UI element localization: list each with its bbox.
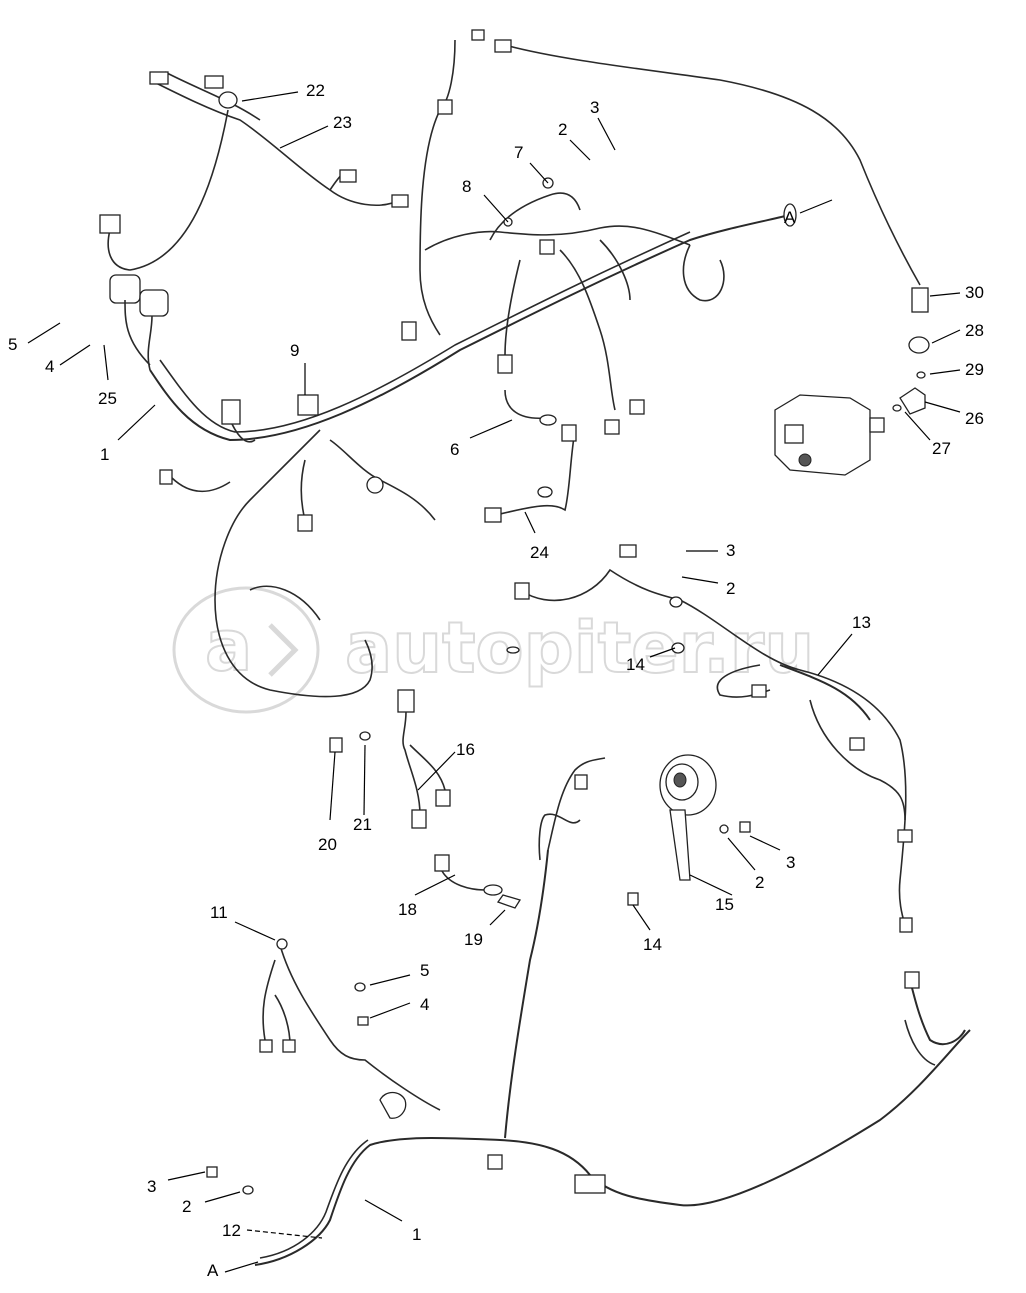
callout-8: 8 <box>462 177 471 196</box>
callout-1-top: 1 <box>100 445 109 464</box>
left-lower-loop <box>159 429 436 698</box>
callout-22: 22 <box>306 81 325 100</box>
callout-14-mid: 14 <box>626 655 645 674</box>
watermark: a autopiter.ru <box>172 586 815 714</box>
callout-18: 18 <box>398 900 417 919</box>
callout-25: 25 <box>98 389 117 408</box>
callout-3: 3 <box>590 98 599 117</box>
callout-12: 12 <box>222 1221 241 1240</box>
hydraulic-valve-assembly <box>774 287 930 476</box>
callout-19: 19 <box>464 930 483 949</box>
callout-13: 13 <box>852 613 871 632</box>
callout-30: 30 <box>965 283 984 302</box>
callout-A-top: A <box>784 208 796 227</box>
callout-23: 23 <box>333 113 352 132</box>
central-sub-harness <box>401 177 725 435</box>
callout-3-bottom: 3 <box>147 1177 156 1196</box>
upper-main-harness <box>109 203 797 443</box>
leader-lines <box>27 91 961 1273</box>
callout-4-lower: 4 <box>420 995 429 1014</box>
watermark-logo-mark: a <box>205 605 252 687</box>
callout-24: 24 <box>530 543 549 562</box>
horn-assembly <box>627 754 751 906</box>
callout-A-bottom: A <box>207 1261 219 1280</box>
watermark-text: autopiter.ru <box>345 607 814 689</box>
callout-2: 2 <box>558 120 567 139</box>
callout-21: 21 <box>353 815 372 834</box>
middle-right-harness <box>506 544 913 933</box>
callout-2-bottom: 2 <box>182 1197 191 1216</box>
callout-3-lower: 3 <box>786 853 795 872</box>
callout-6: 6 <box>450 440 459 459</box>
callout-5-lower: 5 <box>420 961 429 980</box>
top-left-branch <box>99 71 409 271</box>
callout-29: 29 <box>965 360 984 379</box>
callout-14-lower: 14 <box>643 935 662 954</box>
callout-20: 20 <box>318 835 337 854</box>
callout-2-lower: 2 <box>755 873 764 892</box>
callout-1-bottom: 1 <box>412 1225 421 1244</box>
sensor-group <box>484 389 577 523</box>
callout-3-mid: 3 <box>726 541 735 560</box>
callout-15: 15 <box>715 895 734 914</box>
small-parts-group <box>329 689 522 909</box>
callout-labels: 22 23 2 3 7 8 A 5 4 25 1 9 6 24 30 28 29… <box>8 81 984 1280</box>
callout-28: 28 <box>965 321 984 340</box>
callout-4: 4 <box>45 357 54 376</box>
callout-16: 16 <box>456 740 475 759</box>
callout-5: 5 <box>8 335 17 354</box>
callout-9: 9 <box>290 341 299 360</box>
callout-2-mid: 2 <box>726 579 735 598</box>
top-center-wires <box>419 29 921 336</box>
callout-26: 26 <box>965 409 984 428</box>
callout-27: 27 <box>932 439 951 458</box>
callout-11: 11 <box>210 903 228 922</box>
lower-main-harness <box>206 757 971 1266</box>
callout-7: 7 <box>514 143 523 162</box>
